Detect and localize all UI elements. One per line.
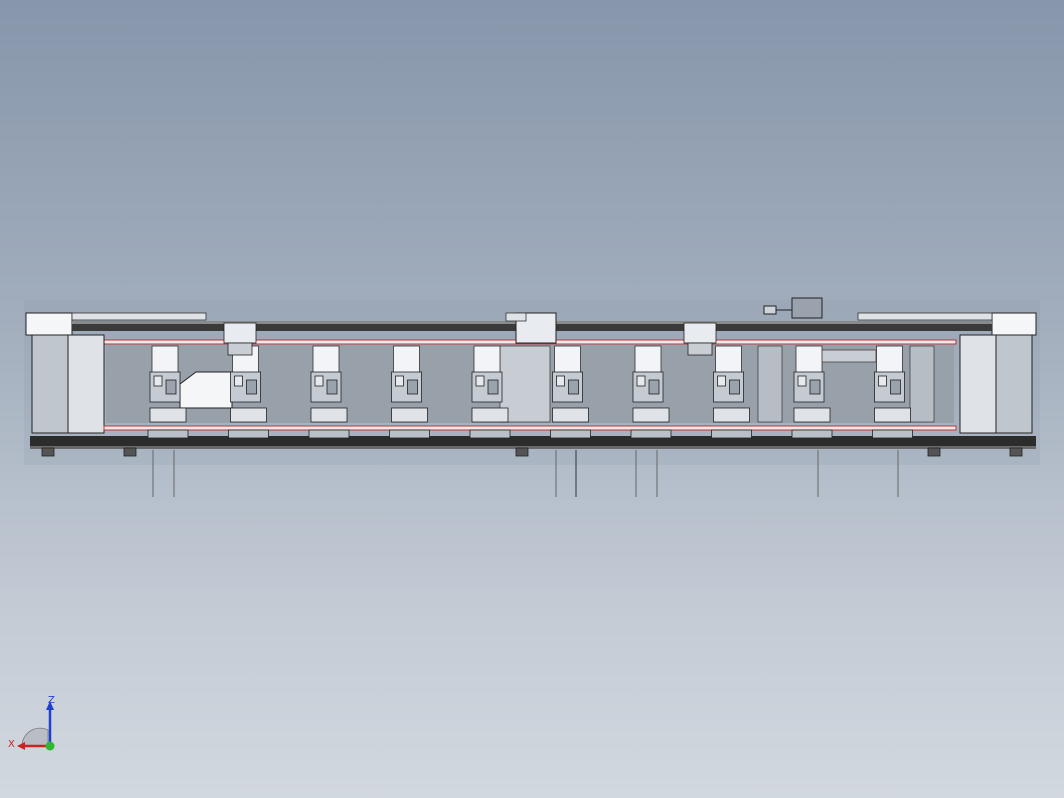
station-cylinder [648,379,660,395]
station-slider-block [310,407,348,423]
station-slider-block [713,407,750,423]
station-base [630,429,672,439]
z-axis-arrow-icon [46,701,54,710]
station-panel [151,345,179,375]
station-base [308,429,350,439]
top-carriage-block [683,322,717,344]
station-clamp [475,375,485,387]
station-cylinder [809,379,821,395]
station-base [550,429,591,439]
station-cylinder [890,379,901,395]
station-clamp [395,375,404,387]
top-carriage-foot [227,342,253,356]
x-axis-arrow-icon [17,742,25,750]
station-clamp [153,375,163,387]
triad-base-icon [21,727,49,747]
station-base [469,429,511,439]
station-base [791,429,833,439]
top-carriage-block [223,322,257,344]
station-slider-block [149,407,187,423]
station-base [228,429,269,439]
station-base [711,429,752,439]
station-slider-block [391,407,428,423]
station-clamp [556,375,565,387]
station-panel [715,345,742,375]
station-clamp [797,375,807,387]
x-axis-label: X [8,739,15,750]
station-slider-block [874,407,911,423]
station-cylinder [487,379,499,395]
station-panel [312,345,340,375]
station-clamp [234,375,243,387]
station-panel [473,345,501,375]
station-panel [795,345,823,375]
station-cylinder [246,379,257,395]
station-clamp [878,375,887,387]
station-cylinder [568,379,579,395]
station-panel [393,345,420,375]
view-orientation-triad: Z X [8,696,64,756]
station-slider-block [632,407,670,423]
station-clamp [314,375,324,387]
station-base [147,429,189,439]
y-axis-dot-icon [45,741,55,751]
station-cylinder [165,379,177,395]
station-slider-block [793,407,831,423]
station-base [389,429,430,439]
station-group [147,322,913,439]
station-slider-block [471,407,509,423]
station-cylinder [729,379,740,395]
station-slider-block [230,407,267,423]
station-cylinder [407,379,418,395]
station-slider-block [552,407,589,423]
top-carriage-foot [687,342,713,356]
station-cylinder [326,379,338,395]
station-panel [554,345,581,375]
station-panel [634,345,662,375]
station-clamp [717,375,726,387]
station-panel [876,345,903,375]
station-base [872,429,913,439]
station-clamp [636,375,646,387]
z-axis-label: Z [48,695,55,706]
